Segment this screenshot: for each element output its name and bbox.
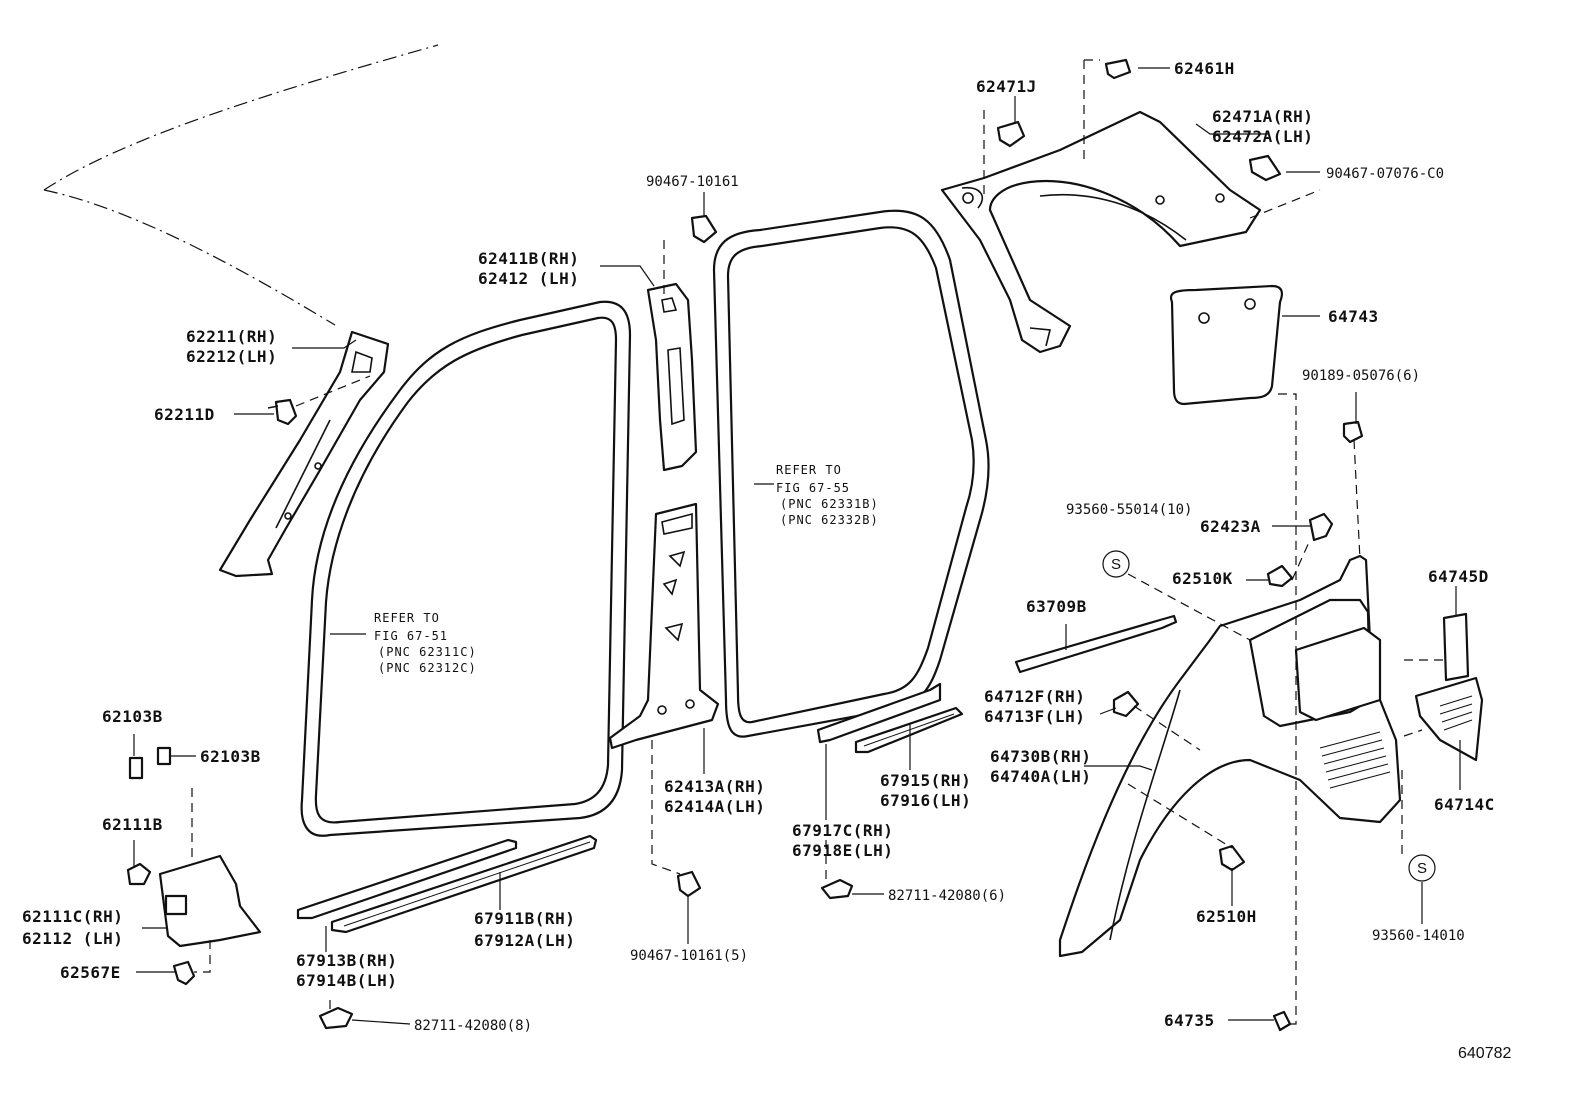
label-62412: 62412 (LH) (478, 269, 579, 288)
clip-62567e (172, 960, 196, 986)
plug-64735 (1272, 1010, 1292, 1032)
rear-scuff-plate (816, 682, 964, 754)
clip-82711-mid (820, 878, 854, 900)
clip-90467-10161-top (690, 214, 718, 244)
clip-62471j (996, 120, 1026, 148)
clip-62510k (1266, 564, 1294, 588)
label-62461h: 62461H (1174, 59, 1235, 78)
clip-62103b-a (128, 756, 144, 780)
label-67911b: 67911B(RH) (474, 909, 575, 928)
standard-part-symbol-top: S (1102, 550, 1130, 578)
cowl-side-trim (158, 854, 262, 948)
label-67916: 67916(LH) (880, 791, 971, 810)
figure-number: 640782 (1458, 1045, 1511, 1062)
duct-64714c (1414, 676, 1484, 762)
svg-text:FIG 67-55: FIG 67-55 (776, 481, 850, 495)
label-64745d: 64745D (1428, 567, 1489, 586)
label-62510k: 62510K (1172, 569, 1233, 588)
strip-63709b (1014, 614, 1178, 674)
label-62472a: 62472A(LH) (1212, 127, 1313, 146)
clip-90467-10161-bottom (676, 870, 702, 898)
label-62510h: 62510H (1196, 907, 1257, 926)
label-62423a: 62423A (1200, 517, 1261, 536)
label-90467-10161-top: 90467-10161 (646, 174, 739, 190)
label-67912a: 67912A(LH) (474, 931, 575, 950)
center-pillar-upper-garnish (646, 282, 698, 472)
panel-vent-grille (1319, 731, 1391, 789)
clip-82711-bottom (318, 1006, 354, 1030)
screw-90189 (1342, 420, 1364, 444)
svg-text:FIG 67-51: FIG 67-51 (374, 629, 448, 643)
clip-62423a (1308, 512, 1334, 542)
label-64730b: 64730B(RH) (990, 747, 1091, 766)
label-64740a: 64740A(LH) (990, 767, 1091, 786)
label-67918e: 67918E(LH) (792, 841, 893, 860)
label-82711-mid: 82711-42080(6) (888, 888, 1006, 904)
clip-64712f (1112, 690, 1140, 718)
front-door-weatherstrip (300, 300, 632, 837)
cover-64745d (1442, 612, 1470, 682)
clip-62461h (1104, 58, 1132, 80)
svg-text:(PNC 62311C): (PNC 62311C) (378, 645, 477, 659)
label-62211: 62211(RH) (186, 327, 277, 346)
label-64714c: 64714C (1434, 795, 1495, 814)
rear-door-weatherstrip (712, 209, 990, 738)
label-90189: 90189-05076(6) (1302, 368, 1420, 384)
label-64743: 64743 (1328, 307, 1379, 326)
svg-text:REFER TO: REFER TO (374, 611, 440, 625)
label-62471a: 62471A(RH) (1212, 107, 1313, 126)
label-64735: 64735 (1164, 1011, 1215, 1030)
svg-text:(PNC 62331B): (PNC 62331B) (780, 497, 879, 511)
label-62112: 62112 (LH) (22, 929, 123, 948)
clip-62510h (1218, 844, 1246, 872)
label-63709b: 63709B (1026, 597, 1087, 616)
clip-62111b (126, 862, 152, 886)
part-labels: 62461H 62471J 62471A(RH) 62472A(LH) 9046… (22, 59, 1495, 1034)
leader-lines (133, 59, 1461, 1025)
label-93560-14010: 93560-14010 (1372, 928, 1465, 944)
label-90467-07076: 90467-07076-C0 (1326, 166, 1444, 182)
roof-phantom-outline (43, 44, 439, 326)
label-93560-55014: 93560-55014(10) (1066, 502, 1192, 518)
label-90467-10161-bottom: 90467-10161(5) (630, 948, 748, 964)
label-62567e: 62567E (60, 963, 121, 982)
svg-text:(PNC 62312C): (PNC 62312C) (378, 661, 477, 675)
refer-note-front-door: REFER TO FIG 67-51 (PNC 62311C) (PNC 623… (374, 611, 477, 675)
label-62111b: 62111B (102, 815, 163, 834)
center-pillar-lower-garnish (608, 502, 720, 750)
label-82711-bottom: 82711-42080(8) (414, 1018, 532, 1034)
label-62212: 62212(LH) (186, 347, 277, 366)
label-67917c: 67917C(RH) (792, 821, 893, 840)
screw-90467-07076 (1248, 154, 1282, 182)
front-scuff-plate (296, 834, 598, 934)
quarter-trim-panel (1058, 554, 1402, 958)
refer-note-rear-door: REFER TO FIG 67-55 (PNC 62331B) (PNC 623… (776, 463, 879, 527)
label-67915: 67915(RH) (880, 771, 971, 790)
front-pillar-garnish (218, 330, 390, 578)
svg-text:S: S (1417, 860, 1427, 877)
label-62103b-a: 62103B (102, 707, 163, 726)
svg-text:REFER TO: REFER TO (776, 463, 842, 477)
label-62414a: 62414A(LH) (664, 797, 765, 816)
svg-text:(PNC 62332B): (PNC 62332B) (780, 513, 879, 527)
label-67914b: 67914B(LH) (296, 971, 397, 990)
label-62411b: 62411B(RH) (478, 249, 579, 268)
label-62103b-b: 62103B (200, 747, 261, 766)
label-64713f: 64713F(LH) (984, 707, 1085, 726)
label-62111c: 62111C(RH) (22, 907, 123, 926)
label-67913b: 67913B(RH) (296, 951, 397, 970)
standard-part-symbol-bottom: S (1408, 854, 1436, 882)
svg-text:S: S (1111, 556, 1121, 573)
label-62211d: 62211D (154, 405, 215, 424)
label-64712f: 64712F(RH) (984, 687, 1085, 706)
clip-62211d (267, 398, 298, 426)
clip-62103b-b (156, 746, 172, 766)
quarter-trim-cover (1169, 284, 1283, 406)
label-62471j: 62471J (976, 77, 1037, 96)
label-62413a: 62413A(RH) (664, 777, 765, 796)
quarter-upper-trim (940, 110, 1262, 354)
